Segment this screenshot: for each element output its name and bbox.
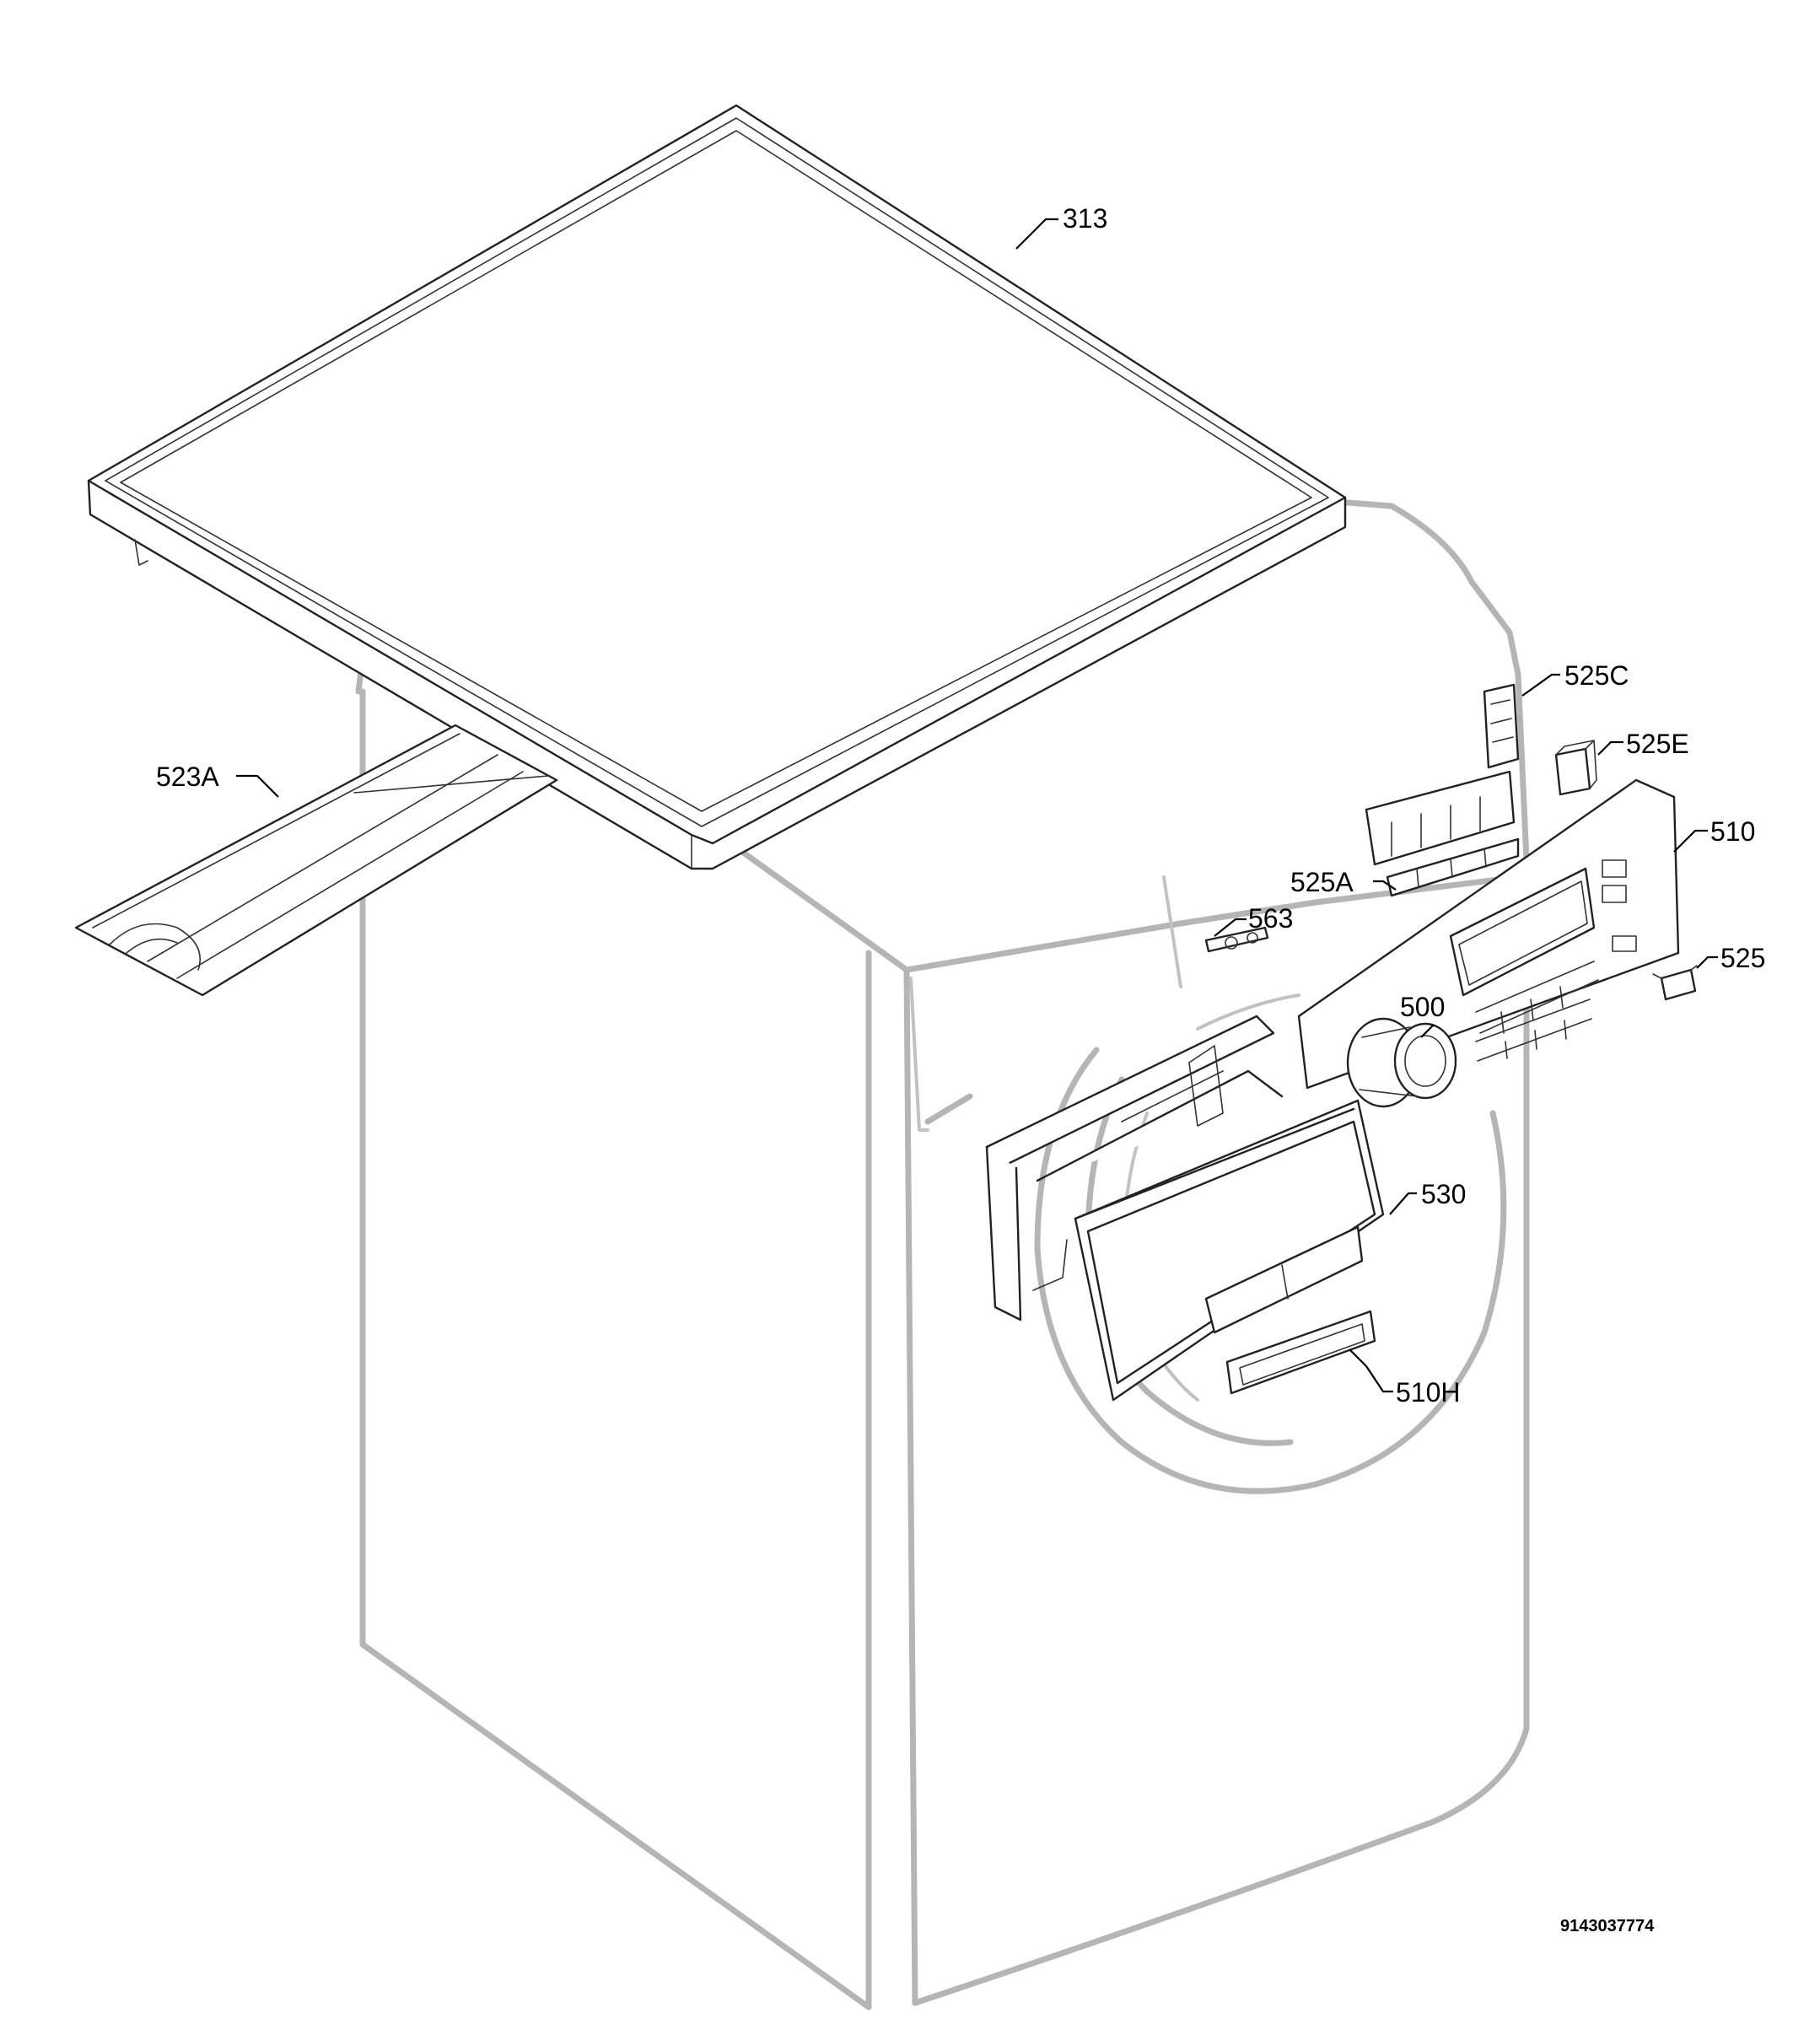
label-523A: 523A — [156, 762, 219, 792]
top-lid-313 — [87, 104, 1347, 870]
leader-lines — [236, 218, 1718, 1393]
document-number: 9143037774 — [1560, 1917, 1655, 1935]
small-key-525E — [1554, 740, 1597, 796]
label-563: 563 — [1248, 903, 1293, 934]
leader-510H — [1349, 1348, 1393, 1393]
side-rail-523A — [74, 724, 558, 997]
button-block-525A — [1365, 770, 1520, 897]
label-510H: 510H — [1396, 1377, 1461, 1408]
leader-525E — [1597, 740, 1623, 756]
leader-525C — [1521, 673, 1560, 697]
label-525A: 525A — [1290, 867, 1354, 897]
label-525E: 525E — [1626, 729, 1689, 759]
leader-563 — [1214, 918, 1247, 937]
leader-313 — [1015, 218, 1058, 250]
leader-510 — [1673, 829, 1708, 853]
label-525C: 525C — [1564, 660, 1629, 691]
label-510: 510 — [1710, 816, 1755, 847]
dispenser-housing — [985, 1015, 1284, 1322]
connector-strip-525C — [1483, 683, 1520, 769]
leader-525A — [1373, 880, 1397, 891]
brand-plate-510H — [1225, 1310, 1376, 1395]
label-500: 500 — [1400, 992, 1445, 1022]
part-labels: 313 523A 525C 525E 510 525A 563 525 500 … — [156, 203, 1765, 1408]
label-525: 525 — [1720, 943, 1765, 973]
selector-knob-500 — [1346, 1017, 1457, 1108]
leader-523A — [236, 774, 279, 798]
pin-563 — [1204, 926, 1269, 953]
detergent-drawer-530 — [1074, 1099, 1385, 1402]
leader-525 — [1696, 955, 1718, 969]
leader-530 — [1389, 1192, 1417, 1215]
control-panel-510 — [1297, 778, 1680, 1090]
label-530: 530 — [1421, 1179, 1466, 1209]
switch-525 — [1652, 965, 1698, 1001]
leader-500 — [1420, 1024, 1435, 1038]
label-313: 313 — [1063, 203, 1107, 234]
